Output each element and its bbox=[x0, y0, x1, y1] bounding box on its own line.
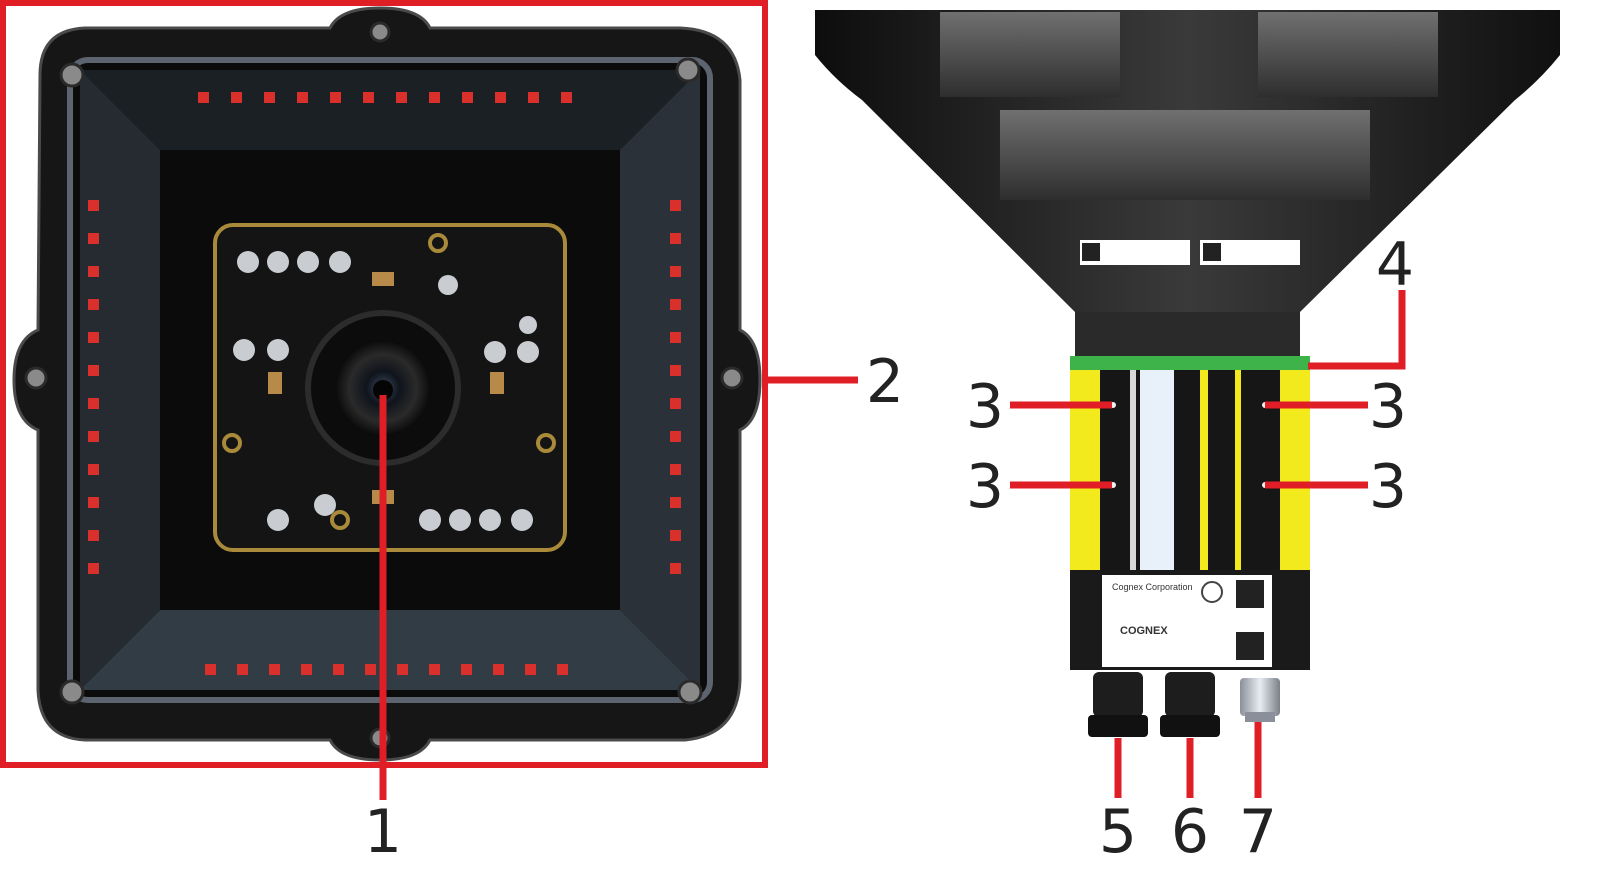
diffuser-bottom bbox=[80, 610, 700, 690]
leader-4 bbox=[1308, 290, 1406, 370]
callout-3-right-top: 3 bbox=[1369, 372, 1407, 442]
product-label-qr-top bbox=[1236, 580, 1264, 608]
product-label-qr-bottom bbox=[1236, 632, 1264, 660]
callout-2: 2 bbox=[866, 347, 904, 417]
status-strip bbox=[1070, 356, 1310, 370]
led-column-left bbox=[88, 200, 99, 574]
callout-3-left-top: 3 bbox=[966, 372, 1004, 442]
callout-6: 6 bbox=[1171, 797, 1209, 867]
callout-7: 7 bbox=[1239, 797, 1277, 867]
connector-7 bbox=[1240, 678, 1280, 722]
indicator-bar-left bbox=[1070, 370, 1100, 570]
board-mounting-holes bbox=[222, 233, 556, 530]
hood-panel-top-left bbox=[940, 12, 1120, 97]
diffuser-right bbox=[620, 70, 700, 690]
hood-panel-top-right bbox=[1258, 12, 1438, 97]
camera-body bbox=[1070, 370, 1310, 570]
board-components bbox=[233, 251, 539, 531]
body-neck bbox=[1075, 312, 1300, 357]
hood-panel-middle bbox=[1000, 110, 1370, 200]
housing-screws bbox=[24, 21, 744, 749]
led-row-bottom bbox=[205, 664, 568, 675]
callout-3-right-bottom: 3 bbox=[1369, 452, 1407, 522]
connector-6 bbox=[1160, 672, 1220, 737]
diffuser-left bbox=[80, 70, 160, 690]
led-row-top bbox=[198, 92, 572, 103]
callout-1: 1 bbox=[364, 797, 402, 867]
callout-numbers: 1 2 3 3 3 3 4 5 6 7 bbox=[364, 230, 1414, 867]
connector-5 bbox=[1088, 672, 1148, 737]
product-label-company: Cognex Corporation bbox=[1112, 582, 1193, 592]
callout-4: 4 bbox=[1376, 230, 1414, 300]
lens-center bbox=[373, 380, 393, 400]
diffuser-top bbox=[80, 70, 700, 150]
indicator-bar-right bbox=[1280, 370, 1310, 570]
callout-5: 5 bbox=[1099, 797, 1137, 867]
side-view: Cognex Corporation COGNEX bbox=[815, 10, 1560, 737]
led-column-right bbox=[670, 200, 681, 574]
front-view bbox=[12, 6, 762, 762]
callout-3-left-bottom: 3 bbox=[966, 452, 1004, 522]
light-pipe-center bbox=[1140, 370, 1174, 570]
product-label-seal bbox=[1201, 581, 1223, 603]
leader-lines bbox=[379, 290, 1406, 800]
product-label-brand: COGNEX bbox=[1120, 625, 1168, 637]
